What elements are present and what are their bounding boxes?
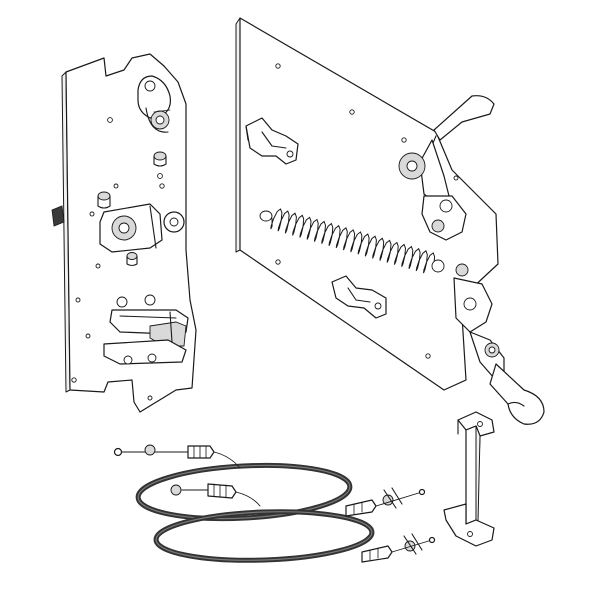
cable-end-fitting-mid — [170, 483, 261, 507]
plate-hole — [95, 263, 101, 269]
upper-bracket — [245, 117, 299, 165]
cable-end-fitting-top-left — [113, 444, 241, 469]
plate-hole — [275, 63, 281, 69]
u-bracket — [443, 411, 495, 547]
plate-hole — [425, 353, 431, 359]
middle-roller-block — [97, 191, 185, 267]
right-mounting-plate — [235, 17, 545, 425]
plate-hole — [453, 175, 459, 181]
plate-hole — [147, 395, 153, 401]
plate-hole — [71, 377, 77, 383]
plate-hole — [107, 117, 113, 123]
top-cam-assembly — [137, 75, 171, 133]
upper-latch-lever — [398, 95, 495, 241]
tension-spring — [259, 208, 445, 274]
rivet-pin — [153, 151, 167, 167]
cable-end-fitting-right-lower — [361, 533, 436, 563]
spring-coil — [270, 208, 436, 274]
lower-latch-lever — [453, 263, 545, 425]
plate-hole — [89, 211, 95, 217]
plate-hole — [75, 297, 81, 303]
plate-hole — [157, 173, 163, 179]
plate-hole — [275, 259, 281, 265]
plate-hole — [85, 333, 91, 339]
bowden-cables — [113, 444, 436, 563]
plate-hole — [349, 109, 355, 115]
right-plate-body — [239, 17, 499, 391]
cable-end-fitting-right-upper — [345, 487, 426, 517]
plate-hole — [401, 137, 407, 143]
lower-linkage — [103, 294, 189, 365]
plate-hole — [113, 183, 119, 189]
left-mounting-plate — [51, 53, 197, 413]
side-stud — [51, 205, 65, 227]
lower-bracket — [331, 275, 387, 319]
plate-hole — [159, 183, 165, 189]
